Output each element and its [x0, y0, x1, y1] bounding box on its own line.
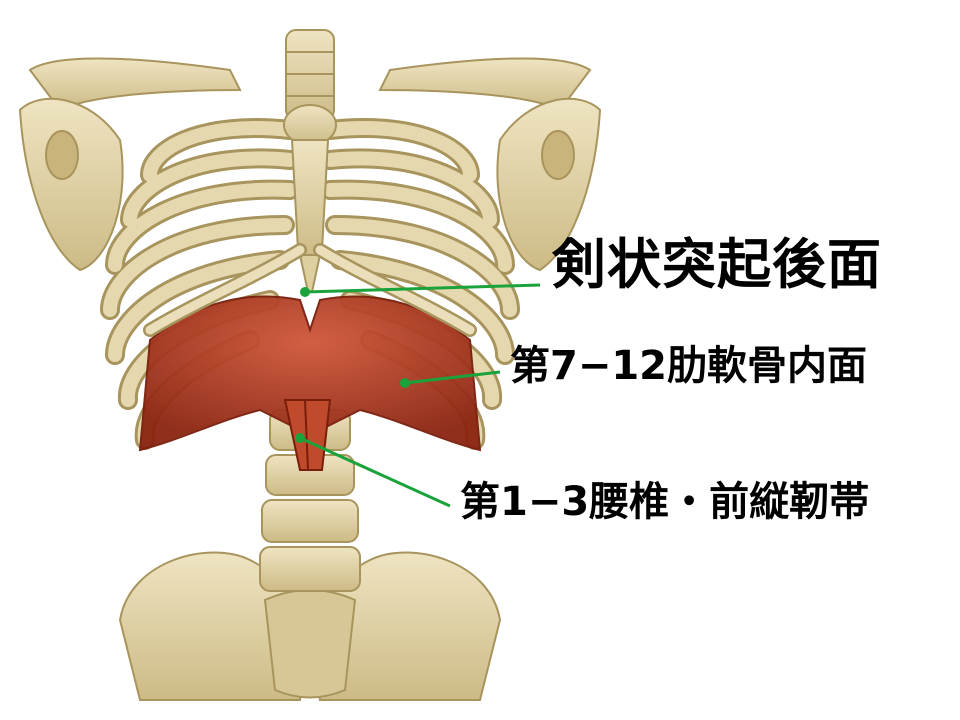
leader-dot-xiphoid	[300, 287, 310, 297]
pelvis	[118, 551, 502, 701]
leader-dot-lumbar	[295, 433, 305, 443]
leader-dot-ribs	[400, 378, 410, 388]
leader-line-xiphoid	[304, 283, 541, 294]
shoulder-girdle	[18, 57, 602, 272]
label-lumbar-vertebrae: 第1−3腰椎・前縦靭帯	[460, 479, 870, 525]
label-xiphoid-process: 剣状突起後面	[552, 233, 882, 296]
leader-line-lumbar	[299, 436, 451, 508]
label-costal-cartilage: 第7−12肋軟骨内面	[510, 343, 868, 389]
leader-lines	[295, 283, 541, 508]
leader-line-ribs	[404, 370, 501, 385]
